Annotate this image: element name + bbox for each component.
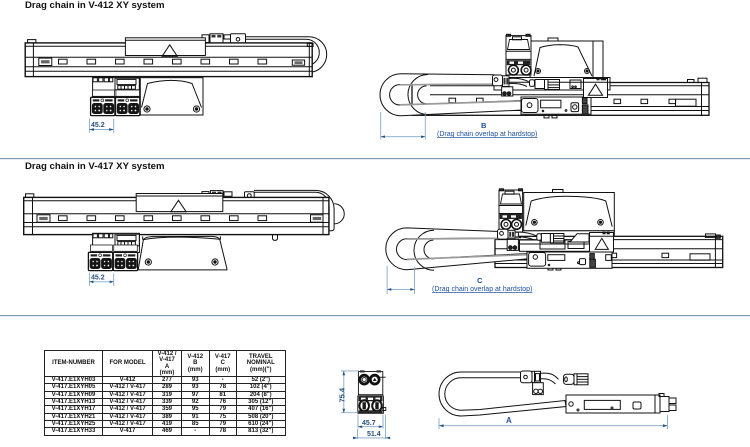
svg-text:75.4: 75.4 xyxy=(338,387,347,402)
svg-text:C: C xyxy=(477,276,483,285)
svg-text:(Drag chain overlap at hardsto: (Drag chain overlap at hardstop) xyxy=(432,286,532,293)
svg-text:51.4: 51.4 xyxy=(367,431,381,438)
svg-text:45.2: 45.2 xyxy=(91,275,105,282)
svg-text:45.7: 45.7 xyxy=(362,420,376,427)
svg-text:B: B xyxy=(481,121,487,130)
svg-text:(Drag chain overlap at hardsto: (Drag chain overlap at hardstop) xyxy=(437,131,537,138)
svg-text:A: A xyxy=(506,416,512,425)
svg-text:45.2: 45.2 xyxy=(91,122,105,129)
